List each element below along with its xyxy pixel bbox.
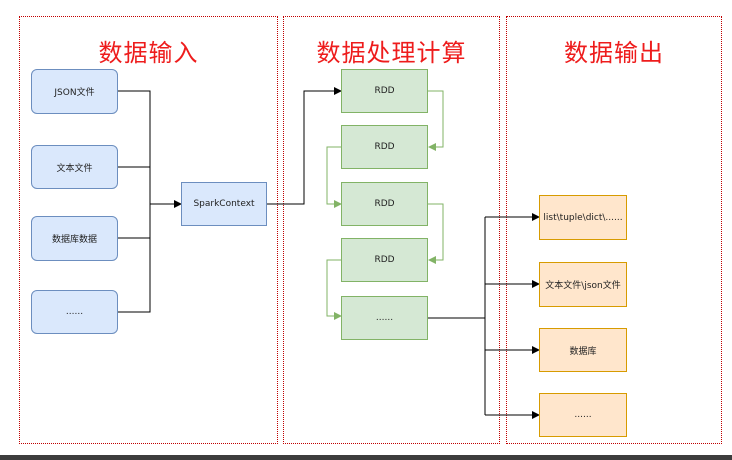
rdd-node-3[interactable]: RDD [341, 182, 428, 226]
output-node-label: list\tuple\dict\...... [543, 212, 623, 223]
section-input: 数据输入 [19, 16, 278, 444]
section-title-processing: 数据处理计算 [316, 39, 467, 67]
input-node-label: ...... [65, 307, 84, 317]
input-node-json[interactable]: JSON文件 [31, 69, 118, 114]
edge-rdd1-to-rdd2 [428, 90, 444, 151]
section-title-output: 数据输出 [564, 39, 664, 67]
input-node-database[interactable]: 数据库数据 [31, 216, 118, 261]
input-node-label: 文本文件 [56, 163, 93, 174]
section-processing: 数据处理计算 [283, 16, 500, 444]
input-node-text[interactable]: 文本文件 [31, 145, 118, 189]
edge-rdd3-to-rdd4 [428, 203, 444, 264]
output-node-database[interactable]: 数据库 [539, 328, 627, 372]
rdd-node-4[interactable]: RDD [341, 238, 428, 282]
section-output: 数据输出 [506, 16, 722, 444]
window-bottom-bar [0, 455, 732, 460]
sparkcontext-node[interactable]: SparkContext [181, 182, 267, 226]
edge-rdd4-to-rdd5 [326, 259, 342, 320]
output-node-label: 数据库 [569, 346, 597, 357]
output-node-file[interactable]: 文本文件\json文件 [539, 262, 627, 307]
rdd-node-2[interactable]: RDD [341, 125, 428, 169]
rdd-node-label: RDD [374, 199, 395, 209]
edge-sparkcontext-to-rdd [267, 87, 342, 205]
edge-rdd2-to-rdd3 [326, 146, 342, 208]
output-node-list[interactable]: list\tuple\dict\...... [539, 195, 627, 240]
sparkcontext-label: SparkContext [193, 199, 255, 209]
rdd-node-5[interactable]: ...... [341, 296, 428, 340]
rdd-node-label: ...... [375, 313, 394, 323]
rdd-node-label: RDD [374, 142, 395, 152]
edge-input-more-to-sparkcontext [118, 204, 151, 313]
section-title-input: 数据输入 [98, 39, 199, 67]
rdd-node-label: RDD [374, 255, 395, 265]
rdd-node-1[interactable]: RDD [341, 69, 428, 113]
input-node-more[interactable]: ...... [31, 290, 118, 334]
output-node-label: ...... [574, 410, 592, 420]
input-node-label: 数据库数据 [51, 235, 97, 245]
output-node-more[interactable]: ...... [539, 393, 627, 437]
rdd-node-label: RDD [374, 86, 395, 96]
input-node-label: JSON文件 [54, 88, 95, 98]
output-node-label: 文本文件\json文件 [545, 281, 621, 291]
edge-input-json-to-sparkcontext [118, 90, 182, 208]
